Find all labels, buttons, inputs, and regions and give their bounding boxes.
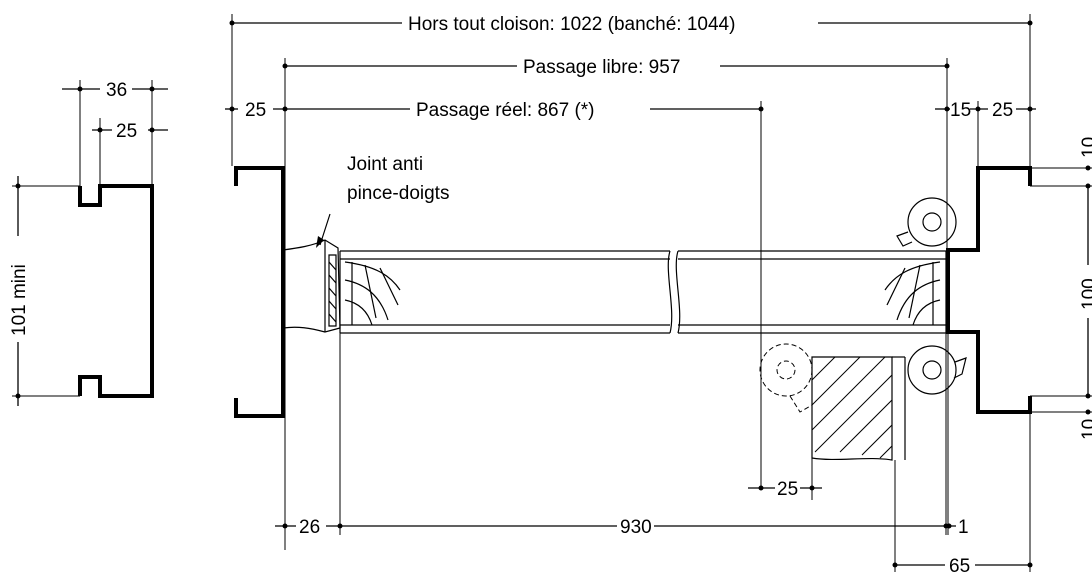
dim-10-top-label: 10 [1079, 137, 1092, 158]
joint-label-line2: pince-doigts [347, 183, 449, 204]
open-leaf-hatched [811, 356, 906, 461]
dim-15-label: 15 [950, 100, 971, 121]
dim-10-bottom-label: 10 [1079, 419, 1092, 440]
left-jamb-profile [234, 166, 341, 418]
dim-26-label: 26 [299, 517, 320, 538]
door-leaf [339, 250, 947, 334]
dim-100-label: 100 [1079, 278, 1092, 310]
hors-tout-label: Hors tout cloison: 1022 (banché: 1044) [408, 14, 735, 35]
right-jamb-profile [759, 166, 1032, 572]
dim-1-label: 1 [958, 517, 969, 538]
dim-930-label: 930 [620, 517, 652, 538]
bottom-dimensions: 25 26 930 1 65 [275, 333, 1033, 577]
dim-36-label: 36 [106, 80, 127, 101]
dim-25-bottom-label: 25 [777, 479, 798, 500]
right-vertical-dimensions: 10 100 10 [1030, 137, 1092, 440]
dim-25-right-label: 25 [992, 100, 1013, 121]
dim-65-label: 65 [949, 556, 970, 576]
dim-25-left-label: 25 [245, 100, 266, 121]
passage-reel-label: Passage réel: 867 (*) [416, 100, 595, 121]
dim-101-mini-label: 101 mini [9, 264, 30, 336]
standalone-profile: 36 25 101 mini [9, 80, 168, 406]
dim-25-profile-label: 25 [116, 121, 137, 142]
top-dimensions: Hors tout cloison: 1022 (banché: 1044) P… [225, 14, 1036, 550]
joint-label-line1: Joint anti [347, 154, 423, 175]
passage-libre-label: Passage libre: 957 [523, 57, 680, 78]
